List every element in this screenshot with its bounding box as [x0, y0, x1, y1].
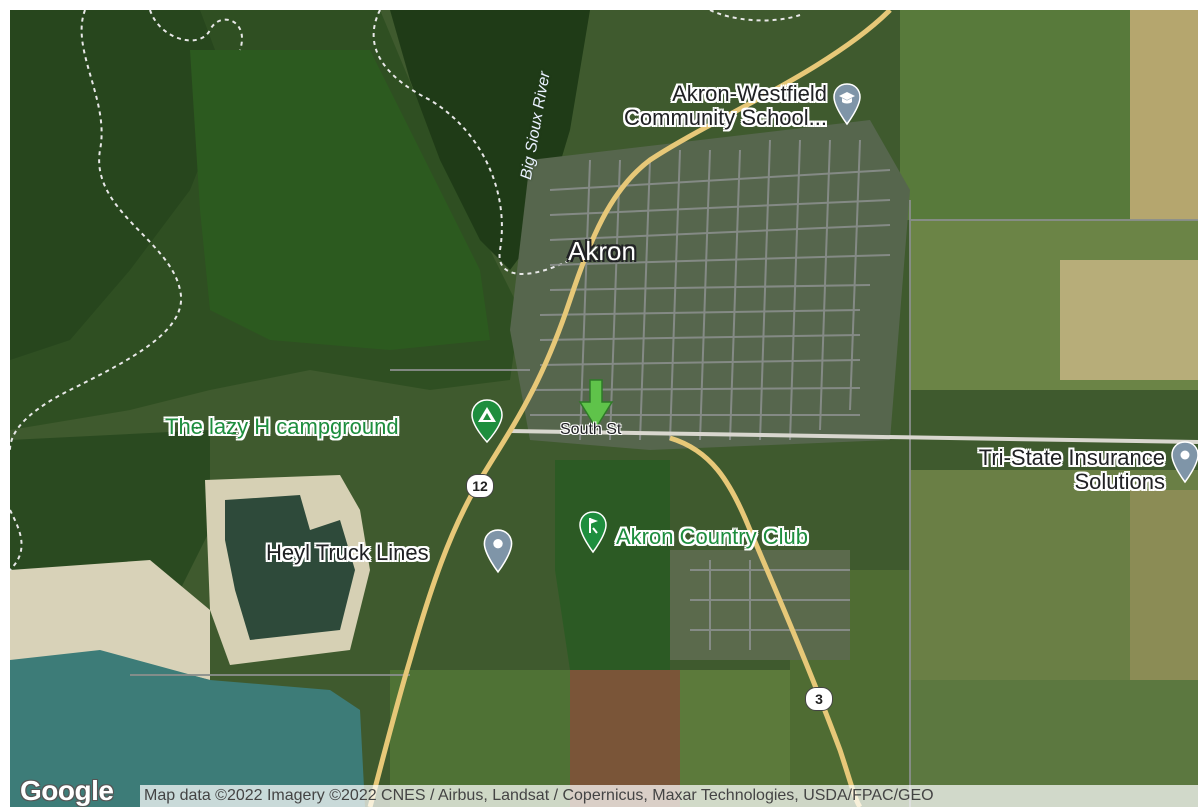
map-canvas[interactable]: Big Sioux River Akron-Westfield Communit…: [10, 10, 1198, 807]
school-label-line2: Community School...: [624, 105, 827, 130]
school-label[interactable]: Akron-Westfield Community School...: [562, 82, 827, 130]
insurance-label[interactable]: Tri-State Insurance Solutions: [910, 446, 1165, 494]
map-attribution[interactable]: Map data ©2022 Imagery ©2022 CNES / Airb…: [140, 785, 1198, 807]
route-3-shield: 3: [805, 687, 833, 711]
golf-icon[interactable]: [578, 510, 608, 554]
insurance-label-line1: Tri-State Insurance: [978, 445, 1165, 470]
google-logo[interactable]: Google: [20, 775, 114, 806]
country-club-label[interactable]: Akron Country Club: [616, 524, 808, 549]
map-footer: Map data ©2022 Imagery ©2022 CNES / Airb…: [10, 777, 1198, 807]
campground-icon[interactable]: [470, 398, 504, 444]
satellite-imagery: [10, 10, 1198, 807]
insurance-label-line2: Solutions: [1074, 469, 1165, 494]
insurance-location-pin-icon[interactable]: [1170, 440, 1198, 484]
campground-label[interactable]: The lazy H campground: [165, 414, 399, 439]
school-label-line1: Akron-Westfield: [672, 81, 827, 106]
route-12-shield: 12: [466, 474, 494, 498]
street-label: South St: [560, 421, 622, 438]
selected-location-marker-icon[interactable]: [578, 378, 614, 430]
truck-location-pin-icon[interactable]: [482, 528, 514, 574]
city-label: Akron: [568, 236, 636, 266]
truck-lines-label[interactable]: Heyl Truck Lines: [266, 540, 429, 565]
school-icon[interactable]: [832, 82, 862, 126]
